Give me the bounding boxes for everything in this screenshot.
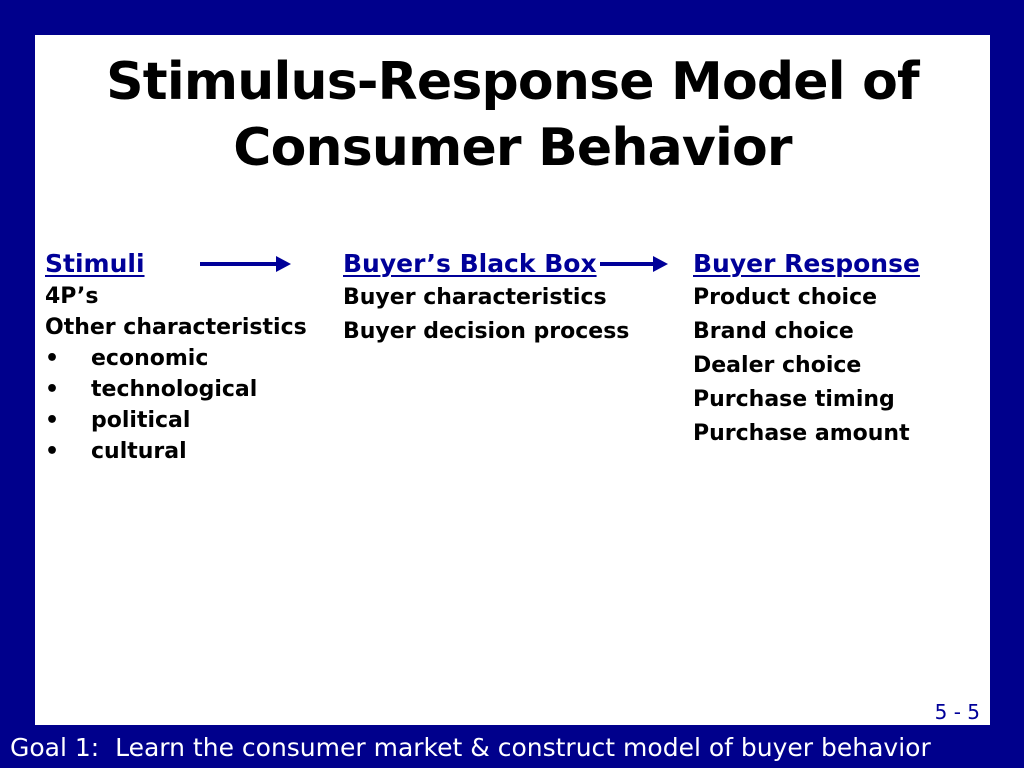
black-box-item: Buyer decision process [343,319,630,344]
slide-title-line-1: Stimulus-Response Model of [106,52,920,112]
bullet-marker: • [45,346,60,371]
slide-content-area: Stimulus-Response Model of Consumer Beha… [35,35,990,725]
page-number: 5 - 5 [934,700,980,724]
slide-title-line-2: Consumer Behavior [233,118,792,178]
slide-title: Stimulus-Response Model of Consumer Beha… [35,49,990,181]
stimuli-heading: Stimuli [45,249,145,278]
arrow-shaft [600,262,655,266]
arrow-head [653,256,668,272]
black-box-column: Buyer’s Black Box Buyer characteristics … [343,249,629,344]
response-item: Product choice [693,285,878,310]
right-arrow-graphic [600,256,668,272]
stimuli-sub-item-label: political [91,408,191,433]
right-arrow-icon [600,255,668,273]
stimuli-sub-item: • political [45,405,307,436]
black-box-list: Buyer characteristics Buyer decision pro… [343,281,629,349]
response-item: Purchase timing [693,387,895,412]
bullet-marker: • [45,408,60,433]
black-box-heading: Buyer’s Black Box [343,249,597,278]
response-item: Purchase amount [693,421,910,446]
right-arrow-icon [200,255,291,273]
black-box-item: Buyer characteristics [343,285,607,310]
stimuli-item: 4P’s [45,284,99,309]
bullet-marker: • [45,377,60,402]
stimuli-sub-item: • economic [45,343,307,374]
response-item: Brand choice [693,319,854,344]
right-arrow-graphic [200,256,291,272]
response-column: Buyer Response Product choice Brand choi… [693,249,920,446]
stimuli-list: 4P’s Other characteristics • economic • te… [45,281,307,467]
stimuli-sub-item-label: economic [91,346,209,371]
stimuli-sub-item: • technological [45,374,307,405]
response-heading: Buyer Response [693,249,920,278]
stimuli-sub-item: • cultural [45,436,307,467]
arrow-head [276,256,291,272]
arrow-shaft [200,262,278,266]
stimuli-column: Stimuli 4P’s Other characteristics • econ… [45,249,307,464]
slide-footer: Goal 1: Learn the consumer market & cons… [10,733,931,762]
response-item: Dealer choice [693,353,862,378]
stimuli-sub-item-label: technological [91,377,258,402]
stimuli-sub-item-label: cultural [91,439,187,464]
response-list: Product choice Brand choice Dealer choic… [693,281,910,451]
bullet-marker: • [45,439,60,464]
stimuli-item: Other characteristics [45,315,307,340]
